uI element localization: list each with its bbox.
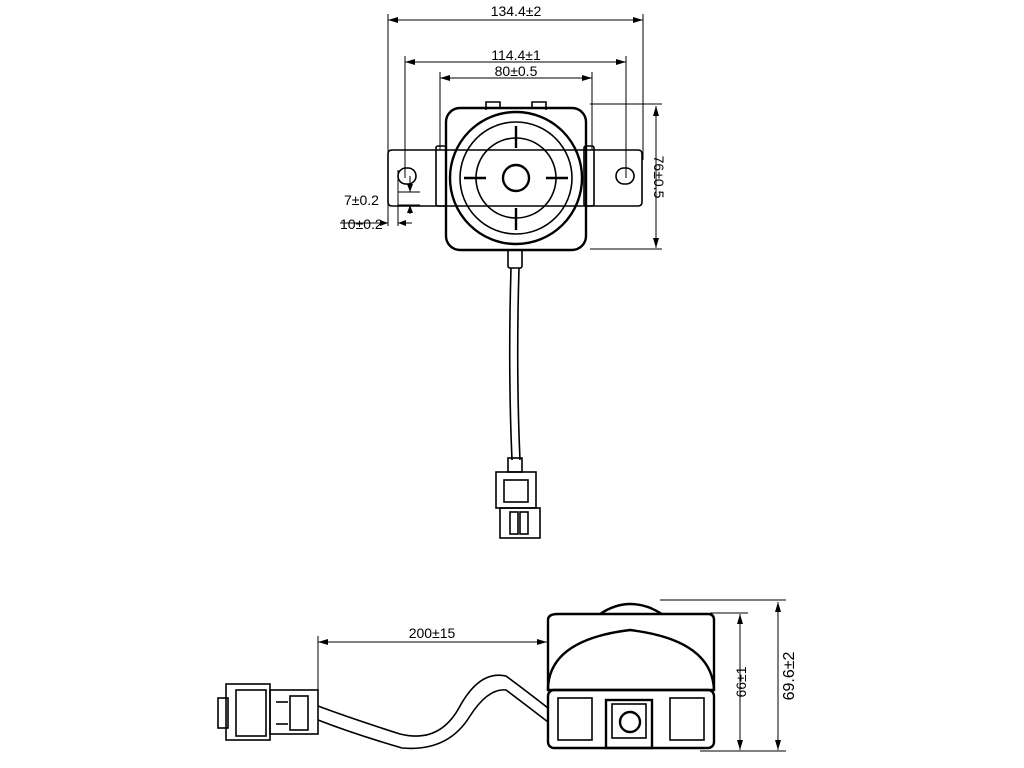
- mounting-slot-left: [397, 167, 417, 185]
- dim-height-label: 76±0.5: [651, 156, 667, 199]
- mounting-flange: [387, 145, 643, 207]
- connector-side-view: [217, 683, 319, 741]
- dim-body-height-label: 66±1: [733, 666, 749, 697]
- cable-top-view: [507, 249, 523, 473]
- dimension-overall-height: 69.6±2: [660, 599, 798, 752]
- dim-overall-height-label: 69.6±2: [781, 651, 798, 700]
- dimension-body-width: 80±0.5: [439, 63, 593, 150]
- dim-cable-length-label: 200±15: [409, 625, 456, 641]
- dimension-height: 76±0.5: [590, 103, 667, 250]
- dimension-overall-width: 134.4±2: [387, 3, 644, 170]
- dim-hole-spacing-label: 114.4±1: [491, 47, 541, 63]
- side-view: 200±15 66±1 69.6±2: [217, 599, 798, 752]
- buzzer-body-top: [444, 106, 588, 252]
- dim-body-width-label: 80±0.5: [495, 63, 538, 79]
- dimension-slot: 7±0.2 10±0.2: [340, 170, 420, 232]
- dim-overall-width-label: 134.4±2: [491, 3, 542, 19]
- connector-top-view: [495, 471, 541, 539]
- dimension-cable-length: 200±15: [317, 625, 547, 706]
- top-view: 134.4±2 114.4±1 80±0.5 76±0.5: [340, 3, 667, 539]
- dimension-hole-spacing: 114.4±1: [404, 47, 627, 178]
- dim-slot-height-label: 7±0.2: [344, 192, 379, 208]
- buzzer-body-side: [546, 602, 716, 750]
- dimension-body-height: 66±1: [710, 612, 749, 750]
- dim-slot-width-label: 10±0.2: [340, 216, 383, 232]
- mounting-slot-right: [615, 167, 635, 185]
- cable-side-view: [317, 674, 549, 750]
